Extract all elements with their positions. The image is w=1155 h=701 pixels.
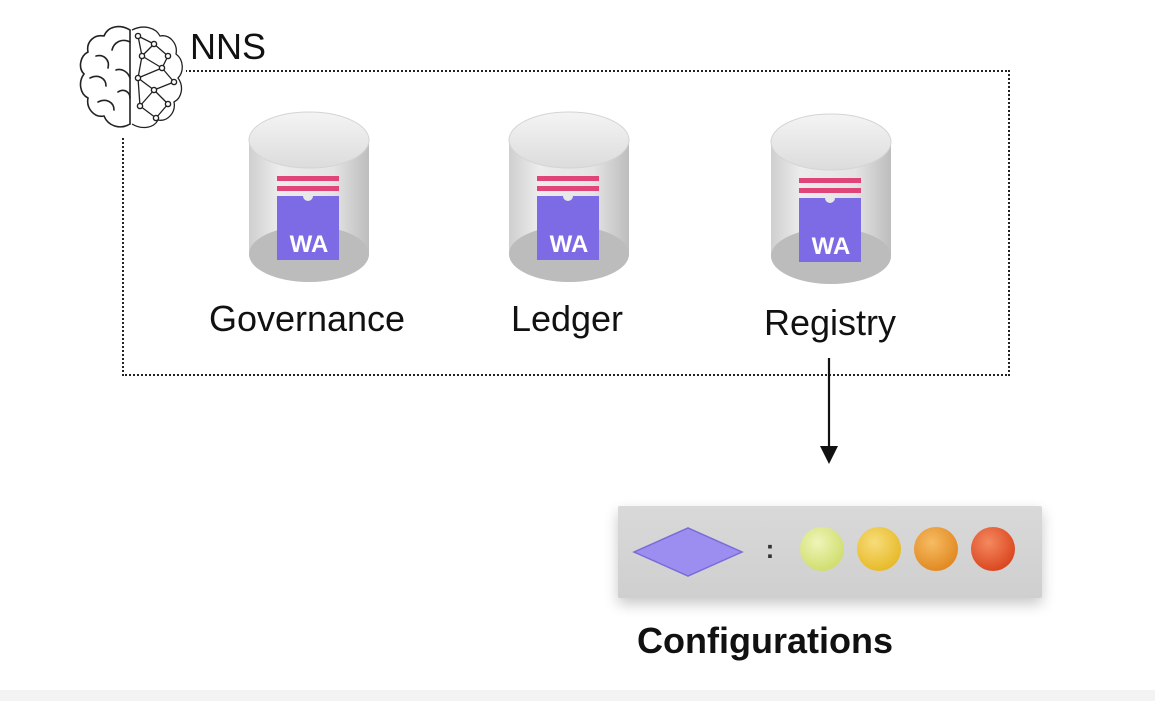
brain-icon [76, 22, 186, 138]
registry-to-config-arrow [820, 358, 838, 464]
governance-label: Governance [208, 298, 406, 339]
governance-canister-icon: WA [245, 104, 373, 286]
wa-badge: WA [290, 231, 329, 258]
bottom-band [0, 690, 1155, 701]
key-value-separator: : [766, 534, 775, 564]
ledger-canister-icon: WA [505, 104, 633, 286]
registry-canister-icon: WA [767, 106, 895, 288]
configurations-panel: : [618, 506, 1042, 598]
registry-label: Registry [763, 302, 897, 343]
ledger-label: Ledger [510, 298, 624, 339]
nns-boundary [122, 70, 1010, 376]
wa-badge: WA [812, 233, 851, 260]
configurations-label: Configurations [637, 620, 893, 661]
nns-label: NNS [190, 26, 267, 67]
config-value-dot [971, 527, 1015, 571]
wa-badge: WA [550, 231, 589, 258]
config-value-dot [914, 527, 958, 571]
diamond-key-shape [632, 527, 744, 577]
config-value-dot [800, 527, 844, 571]
config-value-dot [857, 527, 901, 571]
